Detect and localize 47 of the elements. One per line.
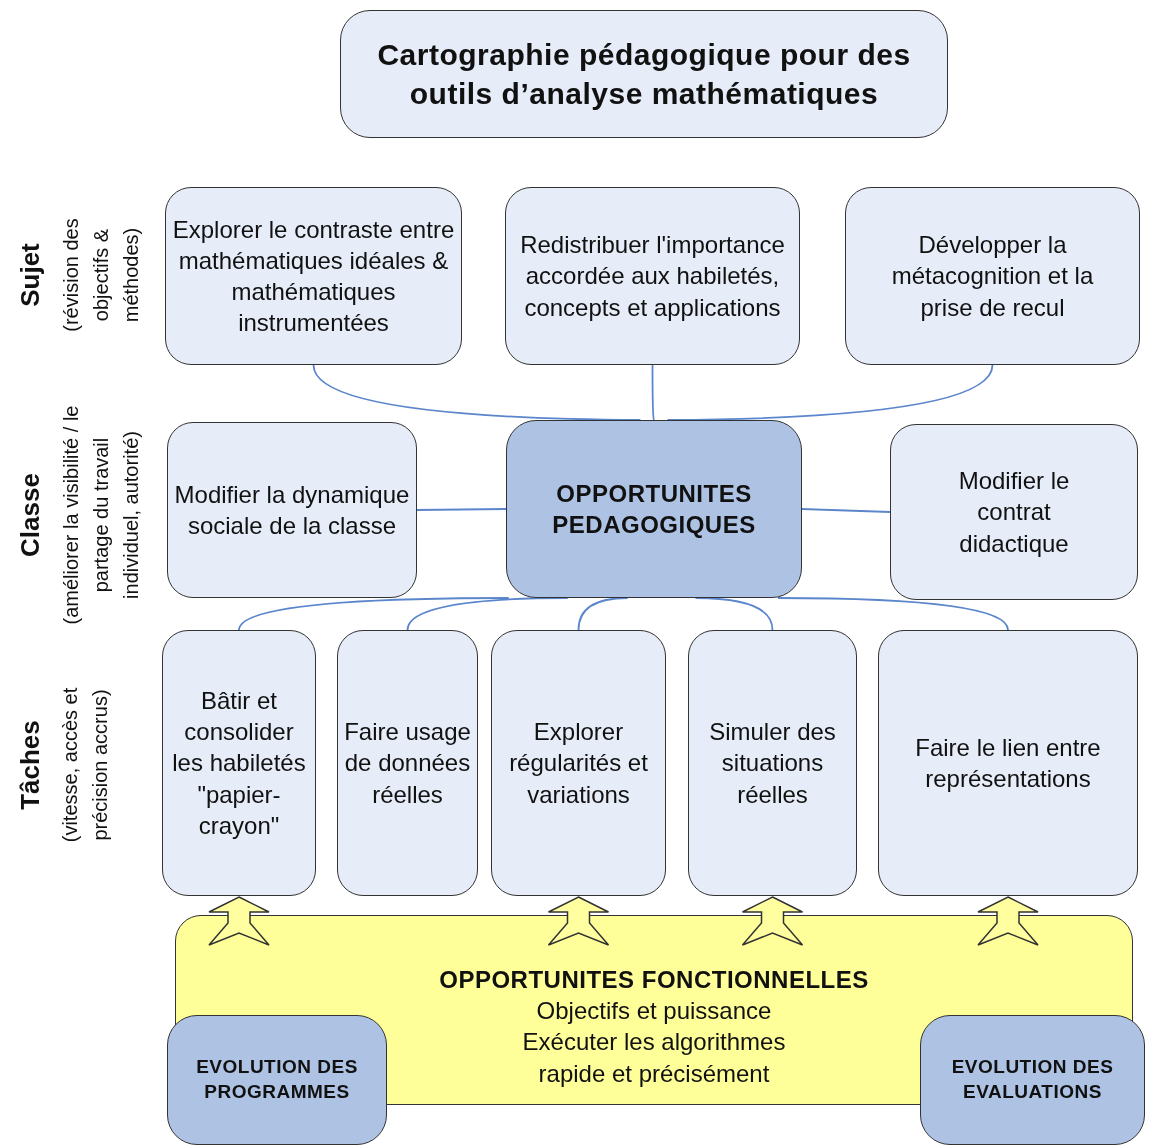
box-text: Faire usage de données réelles	[344, 717, 471, 810]
rounded-box	[167, 422, 417, 598]
connector-line	[577, 597, 629, 631]
rounded-box	[878, 630, 1138, 896]
connector-line	[416, 508, 507, 511]
rounded-box	[337, 630, 478, 896]
box-text: Simuler des situations réelles	[708, 717, 837, 810]
box-text: Faire le lien entre représentations	[914, 732, 1102, 794]
block-arrow	[208, 896, 270, 946]
row-description: (vitesse, accès et précision accrus)	[58, 686, 112, 845]
rounded-box	[688, 630, 857, 896]
rounded-box	[890, 424, 1138, 600]
row-heading: Sujet	[13, 242, 46, 309]
highlight-box	[920, 1015, 1145, 1145]
highlight-box	[506, 420, 802, 598]
connector-line	[777, 597, 1009, 631]
box-text: EVOLUTION DES PROGRAMMES	[195, 1055, 359, 1104]
box-text: Bâtir et consolider les habiletés "papier-crayon"	[171, 686, 307, 841]
block-arrow	[547, 896, 610, 946]
connector-line	[694, 597, 774, 631]
box-text: Modifier la dynamique sociale de la classe	[174, 479, 410, 541]
row-description: (révision des objectifs & méthodes)	[58, 217, 143, 334]
box-text: OPPORTUNITES PEDAGOGIQUES	[551, 478, 757, 540]
rounded-box	[491, 630, 666, 896]
connector-line	[651, 364, 655, 421]
box-text: EVOLUTION DES EVALUATIONS	[950, 1055, 1115, 1104]
box-text: Cartographie pédagogique pour des outils d’analyse mathématiques	[376, 37, 912, 112]
rounded-box	[162, 630, 316, 896]
box-heading: OPPORTUNITES FONCTIONNELLES	[439, 965, 869, 995]
box-text: Explorer régularités et variations	[508, 717, 649, 810]
box-text: Objectifs et puissance Exécuter les algorithmes rapide et précisément	[521, 996, 787, 1089]
box-text: Explorer le contraste entre mathématiques idéales & mathématiques instrumentées	[172, 214, 455, 339]
title-box	[340, 10, 948, 138]
block-arrow	[977, 896, 1039, 946]
rounded-box	[165, 187, 462, 365]
row-description: (améliorer la visibilité / le partage du travail individuel, autorité)	[58, 404, 143, 627]
rounded-box	[505, 187, 800, 365]
connector-line	[801, 508, 891, 513]
row-heading: Classe	[13, 472, 46, 559]
connector-line	[238, 597, 510, 631]
box-text: Redistribuer l'importance accordée aux habiletés, concepts et applications	[519, 230, 786, 323]
box-text: Modifier le contrat didactique	[957, 466, 1071, 559]
row-heading: Tâches	[13, 719, 46, 812]
rounded-box	[845, 187, 1140, 365]
block-arrow	[741, 896, 804, 946]
box-text: Développer la métacognition et la prise de recul	[890, 230, 1095, 323]
highlight-box	[167, 1015, 387, 1145]
